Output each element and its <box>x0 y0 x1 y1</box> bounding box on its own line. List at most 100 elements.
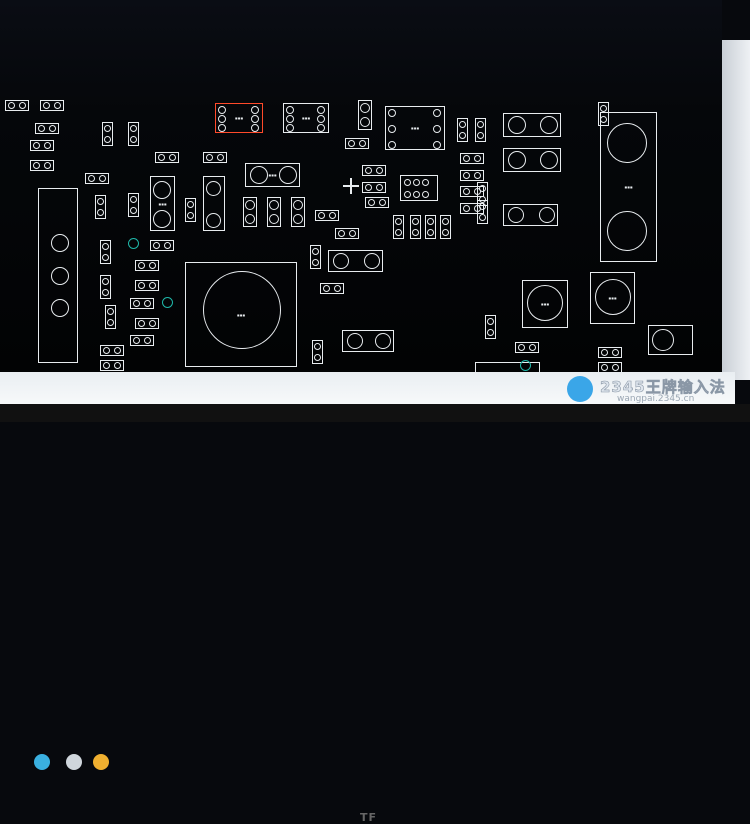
mascot-icon <box>567 376 593 402</box>
footprint[interactable]: ▪▪▪ <box>385 106 445 150</box>
taskbar-app-icon[interactable] <box>66 754 82 770</box>
footprint[interactable]: ▪▪▪ <box>150 176 175 231</box>
footprint[interactable] <box>100 360 124 371</box>
pad <box>138 262 145 269</box>
footprint[interactable] <box>477 200 488 224</box>
footprint[interactable] <box>128 193 139 217</box>
footprint[interactable] <box>425 215 436 239</box>
footprint[interactable] <box>35 123 59 134</box>
footprint[interactable] <box>345 138 369 149</box>
pad <box>164 242 171 249</box>
via[interactable] <box>162 297 173 308</box>
footprint[interactable] <box>85 173 109 184</box>
footprint[interactable] <box>267 197 281 227</box>
pad <box>318 212 325 219</box>
footprint[interactable] <box>457 118 468 142</box>
footprint[interactable] <box>335 228 359 239</box>
footprint[interactable] <box>128 122 139 146</box>
footprint[interactable] <box>130 298 154 309</box>
footprint[interactable] <box>485 315 496 339</box>
footprint[interactable] <box>312 340 323 364</box>
footprint[interactable] <box>503 204 558 226</box>
pad <box>433 125 441 133</box>
footprint[interactable] <box>648 325 693 355</box>
footprint[interactable] <box>135 318 159 329</box>
footprint[interactable] <box>503 113 561 137</box>
footprint[interactable] <box>362 182 386 193</box>
via[interactable] <box>520 360 531 371</box>
footprint[interactable] <box>243 197 257 227</box>
pad <box>595 279 631 315</box>
pad <box>187 212 194 219</box>
footprint[interactable] <box>475 118 486 142</box>
footprint[interactable]: ▪▪▪ <box>590 272 635 324</box>
taskbar-app-icon[interactable] <box>93 754 109 770</box>
footprint[interactable] <box>598 362 622 372</box>
pad <box>333 253 349 269</box>
pad <box>348 140 355 147</box>
footprint[interactable] <box>362 165 386 176</box>
pad <box>607 123 647 163</box>
pad <box>404 191 411 198</box>
footprint[interactable] <box>105 305 116 329</box>
pad <box>463 155 470 162</box>
taskbar-app-icon[interactable] <box>34 754 50 770</box>
footprint[interactable] <box>358 100 372 130</box>
footprint[interactable] <box>100 275 111 299</box>
pad <box>286 124 294 132</box>
pad <box>360 103 370 113</box>
footprint[interactable] <box>130 335 154 346</box>
footprint[interactable] <box>5 100 29 111</box>
footprint[interactable] <box>342 330 394 352</box>
footprint[interactable] <box>150 240 174 251</box>
footprint[interactable] <box>460 153 484 164</box>
pad <box>395 229 402 236</box>
footprint[interactable] <box>315 210 339 221</box>
footprint[interactable] <box>598 347 622 358</box>
footprint[interactable]: ▪▪▪ <box>245 163 300 187</box>
footprint[interactable] <box>400 175 438 201</box>
pad <box>217 154 224 161</box>
selected-footprint[interactable]: ▪▪▪ <box>215 103 263 133</box>
footprint[interactable] <box>291 197 305 227</box>
footprint[interactable]: ▪▪▪ <box>283 103 329 133</box>
footprint[interactable] <box>135 260 159 271</box>
pad <box>601 364 608 371</box>
footprint[interactable] <box>440 215 451 239</box>
footprint[interactable] <box>320 283 344 294</box>
footprint[interactable] <box>100 345 124 356</box>
footprint[interactable] <box>40 100 64 111</box>
footprint[interactable] <box>503 148 561 172</box>
footprint[interactable] <box>310 245 321 269</box>
footprint[interactable] <box>475 362 540 372</box>
footprint[interactable] <box>30 140 54 151</box>
footprint[interactable] <box>100 240 111 264</box>
footprint[interactable]: ▪▪▪ <box>185 262 297 367</box>
footprint[interactable] <box>155 152 179 163</box>
footprint[interactable] <box>328 250 383 272</box>
pad <box>88 175 95 182</box>
footprint[interactable] <box>410 215 421 239</box>
footprint[interactable] <box>30 160 54 171</box>
via[interactable] <box>128 238 139 249</box>
footprint[interactable] <box>515 342 539 353</box>
pad <box>51 299 69 317</box>
footprint[interactable] <box>393 215 404 239</box>
footprint[interactable] <box>135 280 159 291</box>
footprint[interactable]: ▪▪▪ <box>522 280 568 328</box>
pad <box>138 282 145 289</box>
pad <box>317 124 325 132</box>
pcb-canvas[interactable]: ▪▪▪ ▪▪▪ ▪▪▪ ▪▪▪ ▪▪▪ ▪▪▪ ▪▪▪ ▪▪▪ ▪▪▪ <box>0 0 722 372</box>
footprint[interactable] <box>203 176 225 231</box>
footprint[interactable] <box>203 152 227 163</box>
footprint[interactable]: ▪▪▪ <box>600 112 657 262</box>
footprint[interactable] <box>365 197 389 208</box>
footprint[interactable] <box>185 198 196 222</box>
footprint[interactable] <box>102 122 113 146</box>
footprint[interactable] <box>38 188 78 363</box>
footprint[interactable] <box>460 170 484 181</box>
footprint[interactable] <box>95 195 106 219</box>
pad <box>97 198 104 205</box>
pad <box>487 329 494 336</box>
pad <box>652 329 674 351</box>
